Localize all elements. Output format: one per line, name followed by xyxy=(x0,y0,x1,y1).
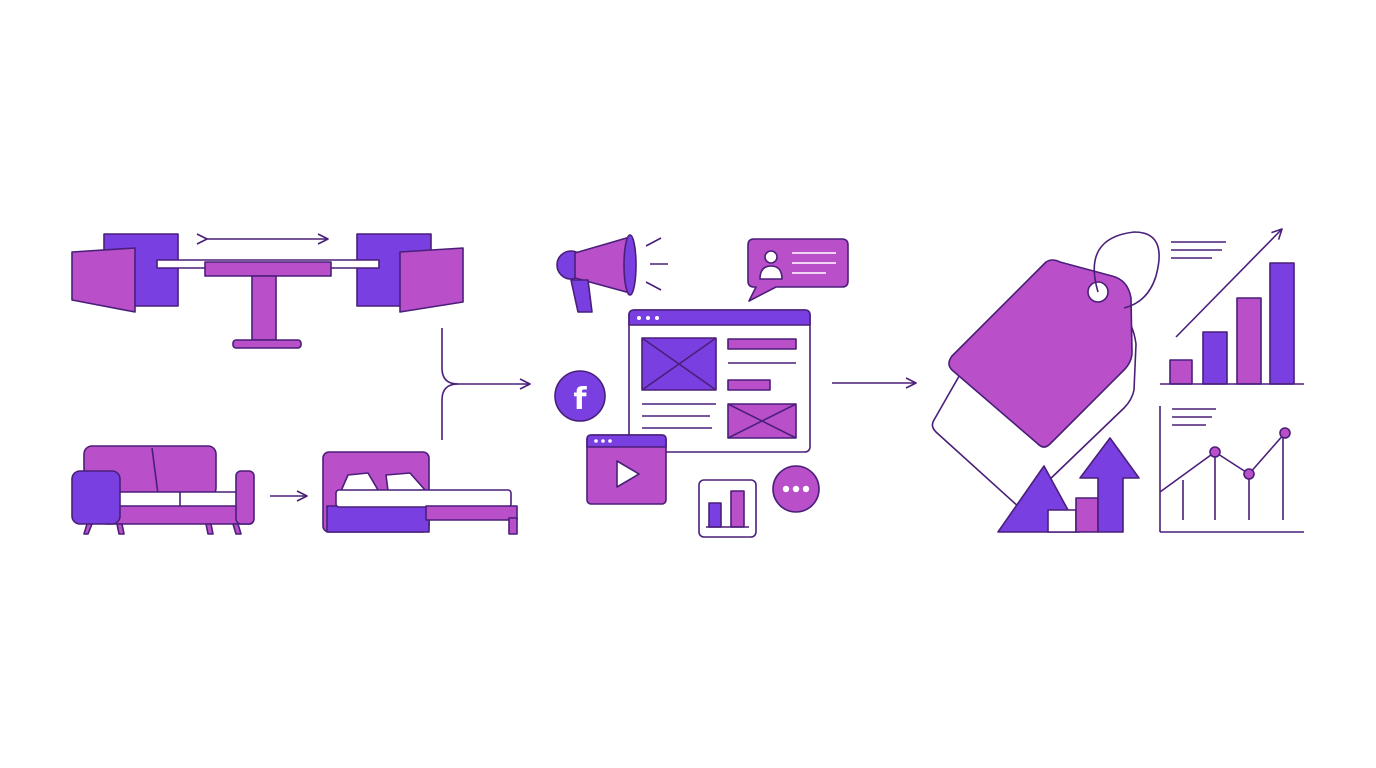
expandable-table-icon xyxy=(71,233,464,349)
sofa-base xyxy=(102,505,254,525)
rising-bar-chart-icon xyxy=(1160,228,1304,385)
table-leaf-front-left xyxy=(71,247,136,313)
sofa-bed-icon xyxy=(322,451,518,535)
table-leaf-front-right xyxy=(399,247,464,313)
video-player-icon xyxy=(586,434,667,505)
sofa-armrest-left xyxy=(71,470,121,525)
profile-card-icon xyxy=(747,238,849,302)
sofa-armrest-right xyxy=(235,470,255,525)
webpage-icon xyxy=(628,309,811,453)
sofa-bed-frame-left xyxy=(326,505,430,533)
sofa-bed-frame-right xyxy=(425,505,518,521)
merge-connector xyxy=(441,328,531,440)
facebook-glyph: f xyxy=(573,382,587,417)
line-chart-icon xyxy=(1159,406,1304,533)
table-pedestal xyxy=(251,275,277,341)
megaphone-icon xyxy=(556,234,668,313)
facebook-icon: f xyxy=(554,370,606,422)
growth-arrow-icon xyxy=(997,437,1140,533)
table-base xyxy=(232,339,302,349)
bar-chart-icon xyxy=(698,479,757,538)
table-top xyxy=(204,261,332,277)
sofa-icon xyxy=(71,445,255,535)
price-tag-icon xyxy=(931,231,1160,509)
mattress xyxy=(335,489,512,508)
chat-bubble-icon xyxy=(772,465,820,513)
